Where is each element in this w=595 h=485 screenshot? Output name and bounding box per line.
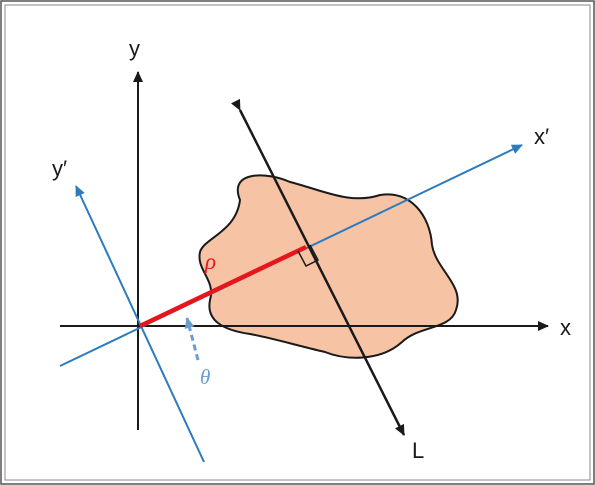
inner-border (4, 4, 591, 481)
x-prime-label: x′ (534, 124, 549, 149)
y-axis-label: y (129, 36, 140, 61)
theta-arrow (184, 317, 200, 361)
line-L-label: L (412, 438, 424, 463)
rho-segment (139, 244, 307, 329)
x-axis-label: x (560, 315, 571, 340)
line-L (231, 98, 406, 436)
y-prime-label: y′ (52, 156, 67, 181)
right-angle-marker (297, 244, 320, 267)
rho-label: ρ (204, 249, 216, 274)
object-region (198, 174, 459, 359)
theta-label: θ (200, 365, 210, 389)
